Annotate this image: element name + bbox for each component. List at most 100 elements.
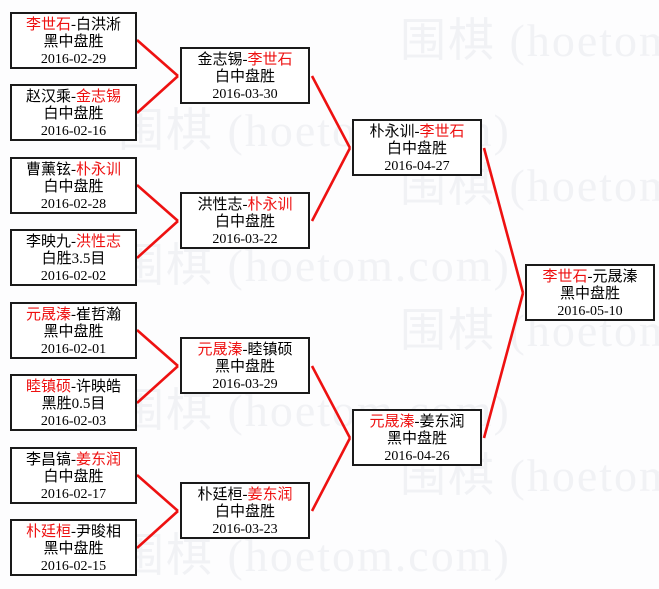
player-right: 许映皓 bbox=[76, 379, 122, 395]
match-box[interactable]: 睦镇硕-许映皓 黑胜0.5目 2016-02-03 bbox=[10, 374, 137, 431]
match-box[interactable]: 元晟溱-睦镇硕 黑中盘胜 2016-03-29 bbox=[180, 337, 310, 394]
match-date: 2016-03-23 bbox=[212, 522, 278, 537]
match-box[interactable]: 洪性志-朴永训 白中盘胜 2016-03-22 bbox=[180, 192, 310, 249]
match-date: 2016-02-02 bbox=[40, 269, 107, 284]
player-separator: - bbox=[242, 487, 248, 503]
match-box[interactable]: 元晟溱-崔哲瀚 黑中盘胜 2016-02-01 bbox=[10, 302, 137, 359]
match-date: 2016-02-03 bbox=[40, 414, 107, 429]
match-date: 2016-04-27 bbox=[384, 159, 450, 174]
player-separator: - bbox=[71, 89, 76, 105]
match-result: 白中盘胜 bbox=[43, 179, 104, 195]
player-left: 李映九 bbox=[25, 234, 71, 250]
match-result: 白中盘胜 bbox=[43, 469, 104, 485]
match-players: 曹薰铉-朴永训 bbox=[12, 162, 135, 179]
match-players: 睦镇硕-许映皓 bbox=[12, 379, 135, 396]
match-result: 黑中盘胜 bbox=[43, 324, 104, 340]
player-separator: - bbox=[414, 124, 420, 140]
match-players: 元晟溱-姜东润 bbox=[354, 414, 480, 431]
match-result: 白中盘胜 bbox=[214, 214, 275, 230]
player-right: 金志锡 bbox=[76, 89, 122, 105]
match-players: 元晟溱-睦镇硕 bbox=[182, 342, 308, 359]
player-separator: - bbox=[71, 162, 76, 178]
player-right: 李世石 bbox=[419, 124, 465, 140]
match-date: 2016-02-01 bbox=[40, 342, 107, 357]
player-left: 朴廷桓 bbox=[25, 524, 71, 540]
match-result: 黑中盘胜 bbox=[43, 541, 104, 557]
player-left: 赵汉乘 bbox=[25, 89, 71, 105]
match-box-final[interactable]: 李世石-元晟溱 黑中盘胜 2016-05-10 bbox=[525, 264, 655, 321]
match-date: 2016-02-17 bbox=[40, 487, 107, 502]
player-separator: - bbox=[71, 307, 76, 323]
player-left: 李世石 bbox=[542, 269, 588, 285]
player-separator: - bbox=[71, 234, 76, 250]
match-date: 2016-03-29 bbox=[212, 377, 278, 392]
match-result: 白中盘胜 bbox=[43, 106, 104, 122]
player-left: 元晟溱 bbox=[197, 342, 243, 358]
player-right: 姜东润 bbox=[419, 414, 465, 430]
match-box[interactable]: 朴永训-李世石 白中盘胜 2016-04-27 bbox=[352, 119, 482, 176]
match-box[interactable]: 金志锡-李世石 白中盘胜 2016-03-30 bbox=[180, 47, 310, 104]
player-left: 朴廷桓 bbox=[197, 487, 243, 503]
player-left: 睦镇硕 bbox=[25, 379, 71, 395]
player-left: 朴永训 bbox=[369, 124, 415, 140]
match-players: 朴廷桓-尹晙相 bbox=[12, 524, 135, 541]
player-right: 朴永训 bbox=[247, 197, 293, 213]
player-separator: - bbox=[242, 52, 248, 68]
match-players: 李昌镐-姜东润 bbox=[12, 452, 135, 469]
player-separator: - bbox=[242, 197, 248, 213]
player-separator: - bbox=[587, 269, 593, 285]
player-separator: - bbox=[71, 379, 76, 395]
player-right: 朴永训 bbox=[76, 162, 122, 178]
watermark-text: 围棋 (hoetom.com) bbox=[118, 530, 511, 581]
match-players: 李世石-元晟溱 bbox=[527, 269, 653, 286]
match-box[interactable]: 曹薰铉-朴永训 白中盘胜 2016-02-28 bbox=[10, 157, 137, 214]
match-result: 黑中盘胜 bbox=[386, 431, 447, 447]
match-date: 2016-03-30 bbox=[212, 87, 278, 102]
player-right: 睦镇硕 bbox=[247, 342, 293, 358]
player-right: 姜东润 bbox=[247, 487, 293, 503]
watermark-text: 围棋 (hoetom.com) bbox=[400, 15, 659, 66]
watermark-text: 围棋 (hoetom.com) bbox=[118, 240, 511, 291]
player-left: 元晟溱 bbox=[369, 414, 415, 430]
player-left: 洪性志 bbox=[197, 197, 243, 213]
player-left: 李昌镐 bbox=[25, 452, 71, 468]
match-box[interactable]: 李映九-洪性志 白胜3.5目 2016-02-02 bbox=[10, 229, 137, 286]
match-players: 朴廷桓-姜东润 bbox=[182, 487, 308, 504]
match-date: 2016-02-16 bbox=[40, 124, 107, 139]
match-result: 白中盘胜 bbox=[214, 504, 275, 520]
match-players: 朴永训-李世石 bbox=[354, 124, 480, 141]
player-separator: - bbox=[414, 414, 420, 430]
match-date: 2016-02-28 bbox=[40, 197, 107, 212]
match-box[interactable]: 赵汉乘-金志锡 白中盘胜 2016-02-16 bbox=[10, 84, 137, 141]
match-players: 赵汉乘-金志锡 bbox=[12, 89, 135, 106]
match-result: 黑中盘胜 bbox=[43, 34, 104, 50]
player-separator: - bbox=[71, 452, 76, 468]
match-box[interactable]: 李世石-白洪淅 黑中盘胜 2016-02-29 bbox=[10, 12, 137, 69]
player-right: 元晟溱 bbox=[592, 269, 638, 285]
match-result: 白中盘胜 bbox=[214, 69, 275, 85]
match-box[interactable]: 李昌镐-姜东润 白中盘胜 2016-02-17 bbox=[10, 447, 137, 504]
match-box[interactable]: 朴廷桓-尹晙相 黑中盘胜 2016-02-15 bbox=[10, 519, 137, 576]
match-date: 2016-02-29 bbox=[40, 52, 107, 67]
match-box[interactable]: 元晟溱-姜东润 黑中盘胜 2016-04-26 bbox=[352, 409, 482, 466]
player-right: 尹晙相 bbox=[76, 524, 122, 540]
match-box[interactable]: 朴廷桓-姜东润 白中盘胜 2016-03-23 bbox=[180, 482, 310, 539]
player-left: 曹薰铉 bbox=[25, 162, 71, 178]
player-right: 姜东润 bbox=[76, 452, 122, 468]
match-result: 白胜3.5目 bbox=[41, 251, 106, 267]
match-result: 黑中盘胜 bbox=[214, 359, 275, 375]
match-players: 洪性志-朴永训 bbox=[182, 197, 308, 214]
player-right: 崔哲瀚 bbox=[76, 307, 122, 323]
match-players: 李映九-洪性志 bbox=[12, 234, 135, 251]
match-date: 2016-03-22 bbox=[212, 232, 278, 247]
player-right: 李世石 bbox=[247, 52, 293, 68]
player-left: 李世石 bbox=[25, 17, 71, 33]
match-result: 白中盘胜 bbox=[386, 141, 447, 157]
match-result: 黑中盘胜 bbox=[559, 286, 620, 302]
player-right: 洪性志 bbox=[76, 234, 122, 250]
player-right: 白洪淅 bbox=[76, 17, 122, 33]
match-players: 元晟溱-崔哲瀚 bbox=[12, 307, 135, 324]
player-separator: - bbox=[71, 524, 76, 540]
match-date: 2016-05-10 bbox=[557, 304, 623, 319]
